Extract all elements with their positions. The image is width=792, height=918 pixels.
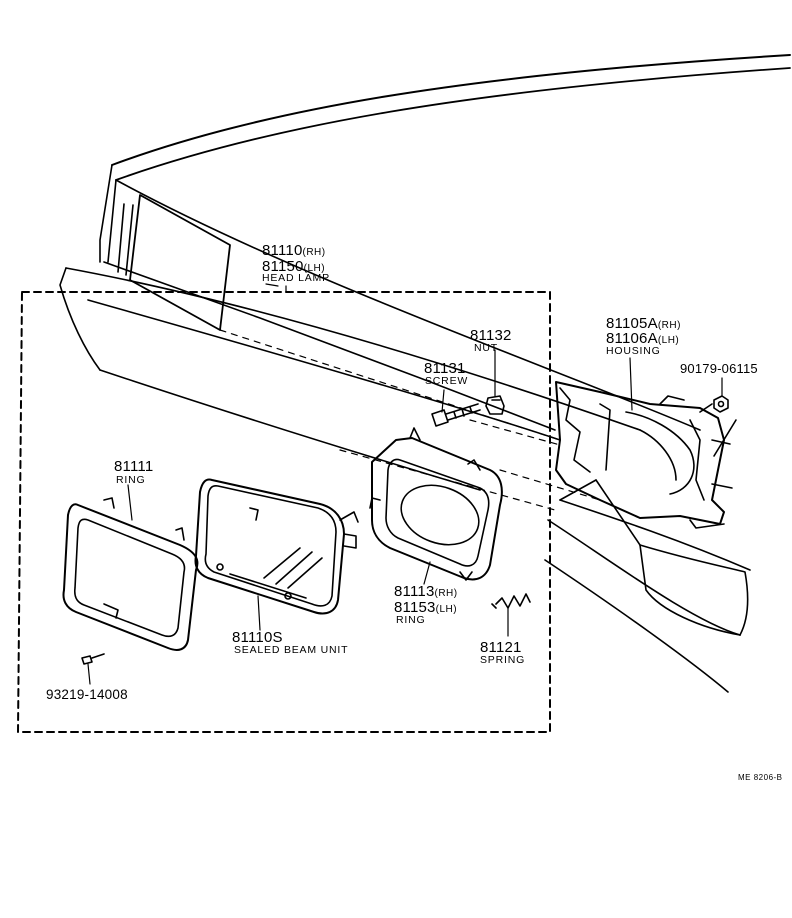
inner-ring-lh-suffix: (LH): [435, 604, 458, 615]
head-lamp-rh-number: 81110: [262, 242, 303, 259]
housing-label-lh: 81106A(LH): [606, 331, 679, 347]
outer-ring-shape: [62, 497, 199, 651]
reference-code: ME 8206-B: [738, 773, 783, 782]
head-lamp-label-lh: 81150(LH): [262, 259, 325, 275]
spring-name: SPRING: [480, 654, 526, 666]
screw-number: 81131: [424, 360, 466, 377]
housing-rh-suffix: (RH): [657, 320, 681, 331]
inner-ring-name: RING: [396, 614, 426, 626]
outer-ring-name: RING: [116, 474, 146, 486]
assembly-lines: [219, 329, 601, 511]
head-lamp-name: HEAD LAMP: [262, 272, 330, 284]
housing-name: HOUSING: [606, 345, 661, 357]
bolt-shape: [713, 395, 729, 413]
sealed-beam-number: 81110S: [232, 629, 283, 646]
inner-ring-lh-number: 81153: [394, 599, 436, 616]
inner-ring-shape: [369, 427, 503, 581]
spring-number: 81121: [480, 639, 522, 656]
head-lamp-label-rh: 81110(RH): [262, 243, 326, 259]
housing-rh-number: 81105A: [606, 315, 658, 332]
outer-ring-number: 81111: [114, 458, 154, 475]
sealed-beam-name: SEALED BEAM UNIT: [234, 644, 349, 656]
housing-lh-suffix: (LH): [657, 335, 680, 346]
inner-ring-rh-suffix: (RH): [434, 588, 458, 599]
head-lamp-rh-suffix: (RH): [302, 247, 326, 258]
inner-ring-label-lh: 81153(LH): [394, 600, 457, 616]
housing-label-rh: 81105A(RH): [606, 316, 681, 332]
housing-lh-number: 81106A: [606, 330, 658, 347]
small-screw-number: 93219-14008: [46, 687, 128, 702]
assembly-boundary: [17, 291, 551, 733]
spring-shape: [491, 593, 531, 609]
car-body-outline: [59, 54, 791, 693]
housing-shape: [555, 381, 737, 529]
lamp-opening: [117, 194, 231, 331]
screw-shape: [431, 403, 481, 427]
head-lamp-lh-number: 81150: [262, 258, 304, 275]
leader-lines: [87, 283, 723, 685]
sealed-beam-shape: [194, 478, 359, 615]
inner-ring-rh-number: 81113: [394, 583, 435, 600]
nut-name: NUT: [474, 342, 498, 354]
small-screw-shape: [81, 653, 105, 665]
screw-name: SCREW: [425, 375, 469, 387]
nut-shape: [485, 395, 505, 415]
nut-number: 81132: [470, 327, 512, 344]
inner-ring-label-rh: 81113(RH): [394, 584, 458, 600]
head-lamp-lh-suffix: (LH): [303, 263, 326, 274]
bolt-number: 90179-06115: [680, 361, 758, 376]
